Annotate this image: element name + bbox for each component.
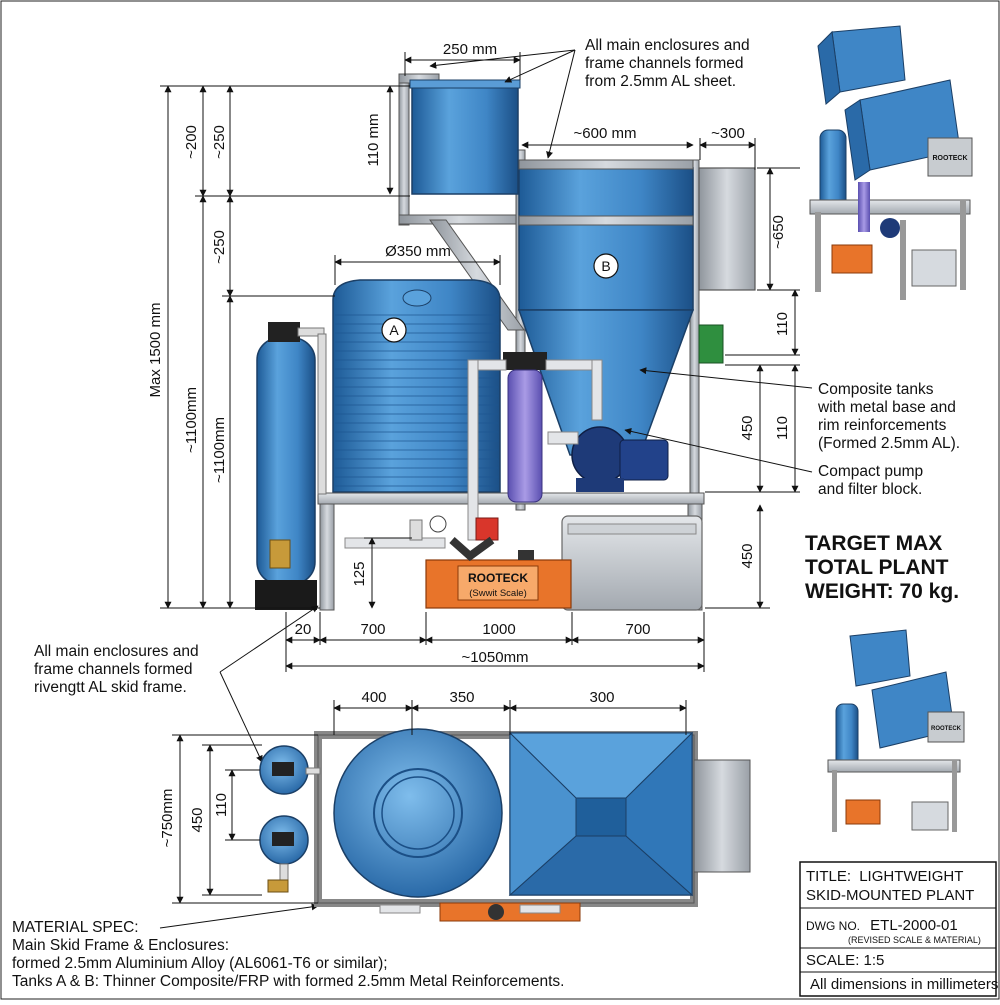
plan-view: [259, 728, 751, 922]
tank-b: B: [517, 159, 695, 456]
dimensions-bottom: [285, 612, 705, 672]
dim-max-1500: Max 1500 mm: [147, 302, 164, 397]
top-tank: [411, 85, 519, 195]
dimensions-left: [160, 85, 412, 609]
dim-b700a: 700: [360, 621, 385, 638]
pump: [547, 426, 669, 492]
dim-p400: 400: [361, 689, 386, 706]
dim-p750: ~750mm: [159, 789, 176, 848]
pressure-vessel: [255, 322, 327, 610]
dim-110-right-2: 110: [774, 416, 791, 440]
dwg-label: DWG NO. ETL-2000-01: [806, 917, 958, 934]
dim-1100-b: ~1100mm: [211, 417, 228, 483]
dim-250-b: ~250: [211, 230, 228, 264]
mini-brand-top: ROOTECK: [933, 155, 968, 162]
note-pump: Compact pump and filter block.: [818, 463, 927, 498]
title-block: TITLE: LIGHTWEIGHT SKID-MOUNTED PLANT DW…: [799, 861, 998, 997]
dim-250-a: ~250: [211, 125, 228, 159]
tank-a-label: A: [389, 322, 399, 338]
dim-450-low: 450: [739, 543, 756, 568]
tank-a-label-circle: [381, 317, 407, 343]
dim-b1050: ~1050mm: [461, 649, 528, 666]
dim-top-250: 250 mm: [443, 41, 497, 58]
dim-p350: 350: [449, 689, 474, 706]
tank-a: A: [332, 279, 501, 493]
mini-brand-bottom: ROOTECK: [931, 726, 962, 732]
scale-sub: (Swwit Scale): [469, 588, 527, 599]
tank-b-label-circle: [593, 253, 619, 279]
dim-110-top: 110 mm: [365, 113, 382, 166]
dim-p450: 450: [189, 807, 206, 832]
isometric-view-bottom: ROOTECK: [827, 629, 965, 832]
dwg-revised: (REVISED SCALE & MATERIAL): [848, 935, 981, 945]
dim-b700b: 700: [625, 621, 650, 638]
dim-dia350: Ø350 mm: [385, 243, 451, 260]
plan-hopper: [508, 731, 694, 897]
filter-housing: [467, 352, 603, 541]
scale-brand: ROOTECK: [468, 571, 528, 585]
side-panel: [698, 167, 756, 291]
dim-p110: 110: [213, 793, 230, 817]
isometric-view-top: ROOTECK: [809, 25, 973, 300]
side-elevation: B A: [255, 73, 756, 611]
dim-p300: 300: [589, 689, 614, 706]
units-note: All dimensions in millimeters: [810, 976, 998, 993]
title-line-2: SKID-MOUNTED PLANT: [806, 887, 974, 904]
dim-650: ~650: [770, 215, 787, 249]
title-label: TITLE: LIGHTWEIGHT: [806, 868, 963, 885]
callout-leaders: [159, 49, 813, 929]
plan-dimensions: [172, 700, 687, 904]
dimensions-top: [334, 52, 756, 285]
dim-b20: 20: [295, 621, 312, 638]
tank-b-label: B: [601, 258, 610, 274]
dimensions-right: [705, 167, 800, 609]
dim-125: 125: [351, 561, 368, 586]
material-spec: MATERIAL SPEC: Main Skid Frame & Enclosu…: [12, 919, 564, 990]
note-left-callout: All main enclosures and frame channels f…: [34, 643, 203, 696]
dim-1100-a: ~1100mm: [183, 387, 200, 453]
dim-600: ~600 mm: [574, 125, 637, 142]
note-top-callout: All main enclosures and frame channels f…: [585, 37, 754, 90]
dim-b1000: 1000: [482, 621, 515, 638]
scale-unit: ROOTECK (Swwit Scale): [425, 550, 572, 609]
dim-200: ~200: [183, 125, 200, 159]
target-weight: TARGET MAX TOTAL PLANT WEIGHT: 70 kg.: [805, 532, 959, 603]
scale-text: SCALE: 1:5: [806, 952, 884, 969]
dim-110-right: 110: [774, 312, 791, 336]
dim-450-right: 450: [739, 415, 756, 440]
note-composite: Composite tanks with metal base and rim …: [817, 381, 960, 452]
plan-tank-a: [333, 728, 503, 898]
dim-300-top: ~300: [711, 125, 745, 142]
